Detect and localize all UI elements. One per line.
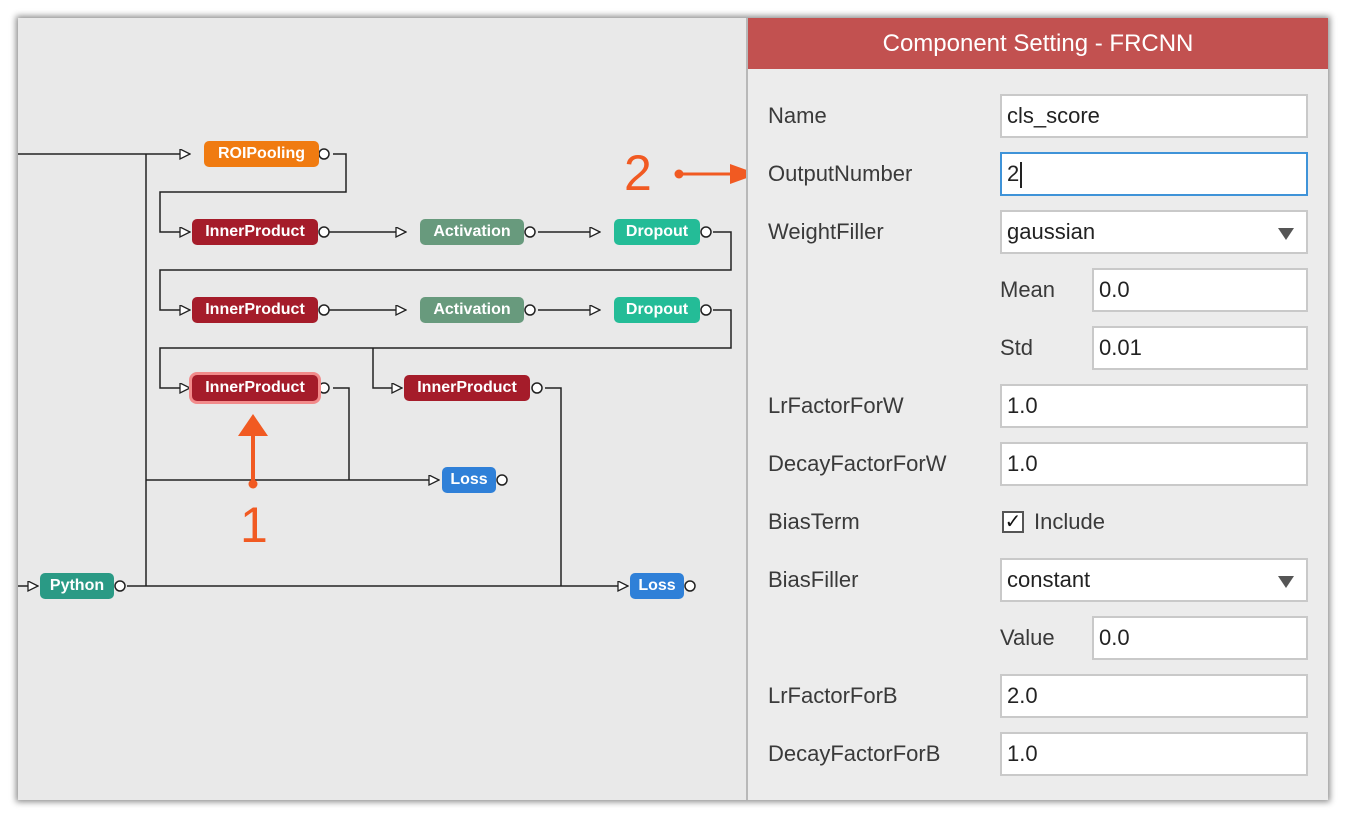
name-field[interactable]: cls_score bbox=[1000, 94, 1308, 138]
edge-drop1-ip2 bbox=[159, 231, 732, 310]
port-ip3-out[interactable] bbox=[318, 382, 330, 394]
value-field[interactable]: 0.0 bbox=[1092, 616, 1308, 660]
decay-factor-b-field[interactable]: 1.0 bbox=[1000, 732, 1308, 776]
weight-filler-value: gaussian bbox=[1007, 219, 1096, 244]
port-roipooling-out[interactable] bbox=[318, 148, 330, 160]
node-loss-2[interactable]: Loss bbox=[630, 573, 684, 599]
lr-factor-b-field[interactable]: 2.0 bbox=[1000, 674, 1308, 718]
lr-factor-w-field[interactable]: 1.0 bbox=[1000, 384, 1308, 428]
node-dropout-1[interactable]: Dropout bbox=[614, 219, 700, 245]
output-number-field[interactable]: 2 bbox=[1000, 152, 1308, 196]
port-loss1-out[interactable] bbox=[496, 474, 508, 486]
annotation-arrowhead-2 bbox=[730, 164, 746, 184]
node-activation-1[interactable]: Activation bbox=[420, 219, 524, 245]
node-innerproduct-1[interactable]: InnerProduct bbox=[192, 219, 318, 245]
annotation-dot-1 bbox=[248, 479, 258, 489]
annotation-number-2: 2 bbox=[624, 145, 652, 201]
edge-drop2-ip4 bbox=[372, 348, 402, 388]
bias-term-include-label[interactable]: Include bbox=[1034, 509, 1105, 534]
connections-layer bbox=[18, 148, 746, 800]
value-label: Value bbox=[1000, 625, 1055, 650]
port-ip2-out[interactable] bbox=[318, 304, 330, 316]
text-caret bbox=[1020, 162, 1023, 189]
bias-filler-select[interactable]: constant bbox=[1000, 558, 1308, 602]
edge-ip4-loss2 bbox=[545, 387, 562, 586]
lr-factor-w-label: LrFactorForW bbox=[768, 393, 904, 418]
output-number-value: 2 bbox=[1007, 161, 1020, 186]
bias-term-label: BiasTerm bbox=[768, 509, 860, 534]
name-label: Name bbox=[768, 103, 827, 128]
bias-term-checkbox[interactable]: ✓ bbox=[1002, 511, 1024, 533]
node-dropout-2[interactable]: Dropout bbox=[614, 297, 700, 323]
node-loss-1[interactable]: Loss bbox=[442, 467, 496, 493]
port-python-out[interactable] bbox=[114, 580, 126, 592]
dropdown-arrow-icon bbox=[1278, 576, 1294, 588]
node-python[interactable]: Python bbox=[40, 573, 114, 599]
weight-filler-label: WeightFiller bbox=[768, 219, 884, 244]
lr-factor-b-label: LrFactorForB bbox=[768, 683, 898, 708]
node-roipooling[interactable]: ROIPooling bbox=[204, 141, 319, 167]
port-ip4-out[interactable] bbox=[531, 382, 543, 394]
node-activation-2[interactable]: Activation bbox=[420, 297, 524, 323]
annotation-dot-2 bbox=[674, 169, 684, 179]
port-drop2-out[interactable] bbox=[700, 304, 712, 316]
panel-title: Component Setting - FRCNN bbox=[748, 18, 1328, 69]
node-innerproduct-3-selected[interactable]: InnerProduct bbox=[192, 375, 318, 401]
edge-drop2-ip3 bbox=[159, 309, 732, 388]
dropdown-arrow-icon bbox=[1278, 228, 1294, 240]
output-number-label: OutputNumber bbox=[768, 161, 913, 186]
annotation-arrowhead-1 bbox=[238, 414, 268, 436]
component-setting-panel: Component Setting - FRCNN Name cls_score… bbox=[746, 18, 1328, 800]
port-ip1-out[interactable] bbox=[318, 226, 330, 238]
graph-canvas[interactable]: ROIPooling InnerProduct Activation Dropo… bbox=[18, 18, 746, 800]
annotation-number-1: 1 bbox=[240, 497, 268, 553]
port-act2-out[interactable] bbox=[524, 304, 536, 316]
edge-ip3-loss1 bbox=[333, 387, 350, 480]
bias-filler-label: BiasFiller bbox=[768, 567, 859, 592]
port-act1-out[interactable] bbox=[524, 226, 536, 238]
port-loss2-out[interactable] bbox=[684, 580, 696, 592]
mean-label: Mean bbox=[1000, 277, 1056, 302]
decay-factor-w-field[interactable]: 1.0 bbox=[1000, 442, 1308, 486]
mean-field[interactable]: 0.0 bbox=[1092, 268, 1308, 312]
bias-filler-value: constant bbox=[1007, 567, 1091, 592]
port-drop1-out[interactable] bbox=[700, 226, 712, 238]
weight-filler-select[interactable]: gaussian bbox=[1000, 210, 1308, 254]
node-innerproduct-2[interactable]: InnerProduct bbox=[192, 297, 318, 323]
std-label: Std bbox=[1000, 335, 1034, 360]
decay-factor-w-label: DecayFactorForW bbox=[768, 451, 947, 476]
decay-factor-b-label: DecayFactorForB bbox=[768, 741, 941, 766]
checkmark-icon: ✓ bbox=[1004, 511, 1022, 533]
std-field[interactable]: 0.01 bbox=[1092, 326, 1308, 370]
node-innerproduct-4[interactable]: InnerProduct bbox=[404, 375, 530, 401]
app-window: ROIPooling InnerProduct Activation Dropo… bbox=[18, 18, 1328, 800]
edge-roipooling-ip1 bbox=[159, 153, 347, 232]
